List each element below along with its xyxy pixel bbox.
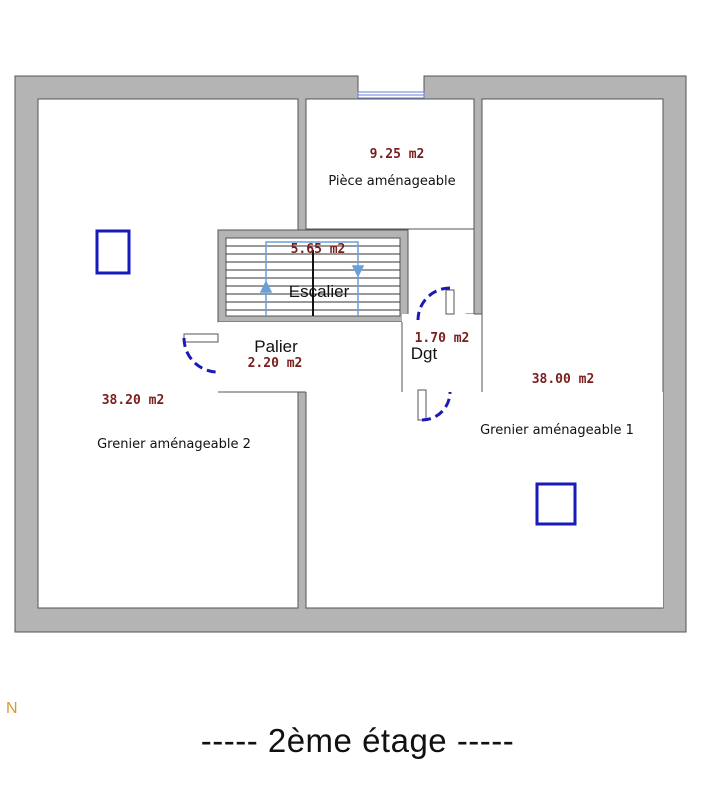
room-piece	[305, 98, 475, 230]
room-palier	[218, 322, 408, 392]
grenier2-name: Grenier aménageable 2	[97, 437, 251, 452]
dgt-name: Dgt	[411, 344, 438, 363]
skylight-right	[535, 482, 577, 526]
grenier1-area: 38.00 m2	[532, 372, 595, 387]
grenier2-area: 38.20 m2	[102, 393, 165, 408]
escalier-area: 5.65 m2	[291, 242, 346, 257]
grenier1-name: Grenier aménageable 1	[480, 423, 634, 438]
room-dgt	[402, 314, 474, 392]
palier-name: Palier	[254, 337, 298, 356]
door-grenier-2	[182, 333, 219, 374]
window	[357, 91, 425, 99]
door-piece	[416, 286, 455, 321]
palier-area: 2.20 m2	[248, 356, 303, 371]
piece-name: Pièce aménageable	[328, 174, 455, 189]
door-grenier-1	[417, 389, 452, 422]
stair-arrows	[259, 241, 365, 316]
compass-north-label: N	[6, 700, 18, 717]
floor-title: ----- 2ème étage -----	[200, 722, 515, 759]
skylight-left	[95, 229, 131, 275]
room-grenier-1-lower	[306, 392, 663, 608]
escalier-name: Escalier	[289, 282, 350, 301]
dgt-area: 1.70 m2	[415, 331, 470, 346]
floor-plan: 9.25 m2 Pièce aménageable 5.65 m2 Escali…	[14, 75, 687, 633]
piece-area: 9.25 m2	[370, 147, 425, 162]
